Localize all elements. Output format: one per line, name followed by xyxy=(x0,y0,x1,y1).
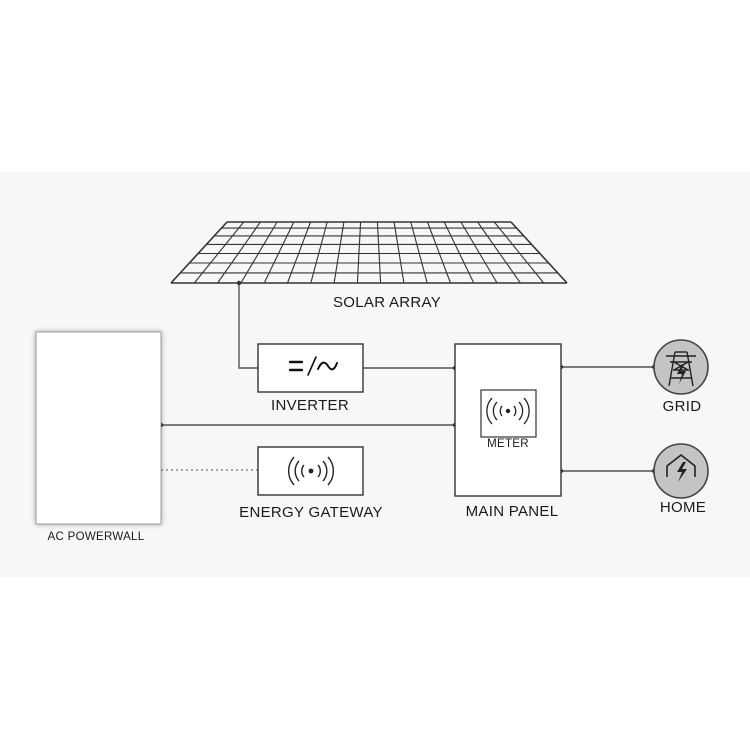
solar-array-icon xyxy=(170,221,568,284)
main-panel-label: MAIN PANEL xyxy=(465,503,559,520)
wireless-signal-icon xyxy=(288,456,334,486)
connection-lines xyxy=(161,283,654,472)
solar-array-label: SOLAR ARRAY xyxy=(332,294,442,311)
inverter-label: INVERTER xyxy=(271,397,349,414)
ac-powerwall-label: AC POWERWALL xyxy=(47,531,145,543)
connection-solar-inverter xyxy=(238,283,258,369)
meter-box xyxy=(480,389,537,438)
home-label: HOME xyxy=(659,499,707,516)
house-lightning-icon xyxy=(653,443,709,499)
meter-label: METER xyxy=(487,438,529,450)
grid-label: GRID xyxy=(662,398,702,415)
energy-gateway-label: ENERGY GATEWAY xyxy=(239,504,383,521)
dc-ac-symbol-icon xyxy=(288,356,338,376)
transmission-tower-lightning-icon xyxy=(653,339,709,395)
ac-powerwall-box xyxy=(35,331,162,525)
wireless-signal-icon xyxy=(486,397,530,425)
junction-dot xyxy=(236,280,242,286)
